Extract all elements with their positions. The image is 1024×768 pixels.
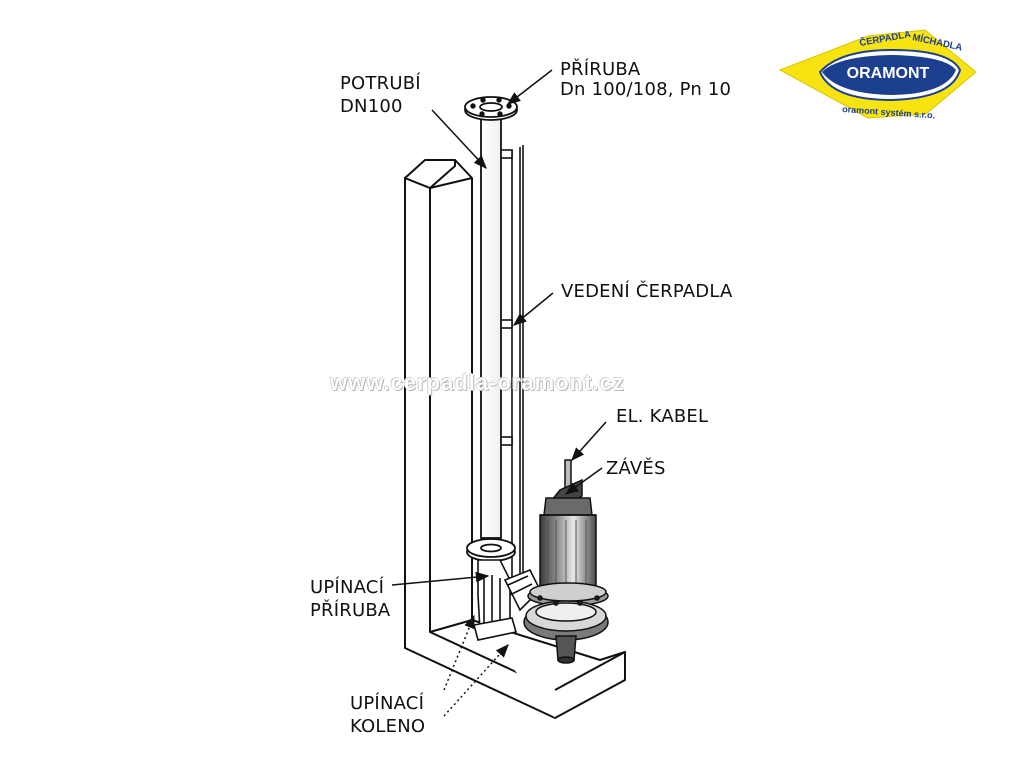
label-pipe-line1: POTRUBÍ	[340, 73, 421, 94]
leader-flange	[506, 69, 553, 105]
oramont-logo: ORAMONT ČERPADLA MÍCHADLA oramont systém…	[778, 28, 977, 120]
label-flange: PŘÍRUBA Dn 100/108, Pn 10	[560, 60, 731, 100]
label-pipe-line2: DN100	[340, 96, 403, 117]
label-clamp-elbow-line2: KOLENO	[350, 716, 426, 737]
label-clamp-flange-line2: PŘÍRUBA	[310, 600, 391, 621]
leader-hanger	[564, 467, 603, 495]
discharge-pipe	[464, 96, 518, 562]
label-guide: VEDENÍ ČERPADLA	[561, 281, 733, 302]
label-cable: EL. KABEL	[616, 406, 709, 427]
leader-guide	[512, 292, 554, 326]
leader-lines	[391, 69, 607, 717]
submersible-pump	[523, 459, 609, 664]
logo-brand: ORAMONT	[847, 65, 930, 82]
label-pipe: POTRUBÍ DN100	[340, 72, 421, 118]
label-flange-line2: Dn 100/108, Pn 10	[560, 79, 732, 100]
label-clamp-flange: UPÍNACÍ PŘÍRUBA	[310, 576, 390, 622]
pit-wall	[404, 159, 626, 719]
guide-rail	[497, 145, 524, 595]
leader-clamp-elbow-2	[443, 643, 509, 717]
label-flange-line1: PŘÍRUBA	[560, 59, 641, 80]
label-clamp-flange-line1: UPÍNACÍ	[310, 577, 385, 598]
leader-clamp-elbow-1	[443, 614, 475, 691]
label-clamp-elbow: UPÍNACÍ KOLENO	[350, 692, 425, 738]
leader-pipe	[431, 109, 487, 169]
label-hanger: ZÁVĚS	[606, 458, 666, 479]
label-clamp-elbow-line1: UPÍNACÍ	[350, 693, 425, 714]
leader-clamp-flange	[391, 571, 490, 586]
leader-cable	[571, 421, 607, 462]
watermark: www.cerpadla-oramont.cz	[330, 370, 625, 395]
